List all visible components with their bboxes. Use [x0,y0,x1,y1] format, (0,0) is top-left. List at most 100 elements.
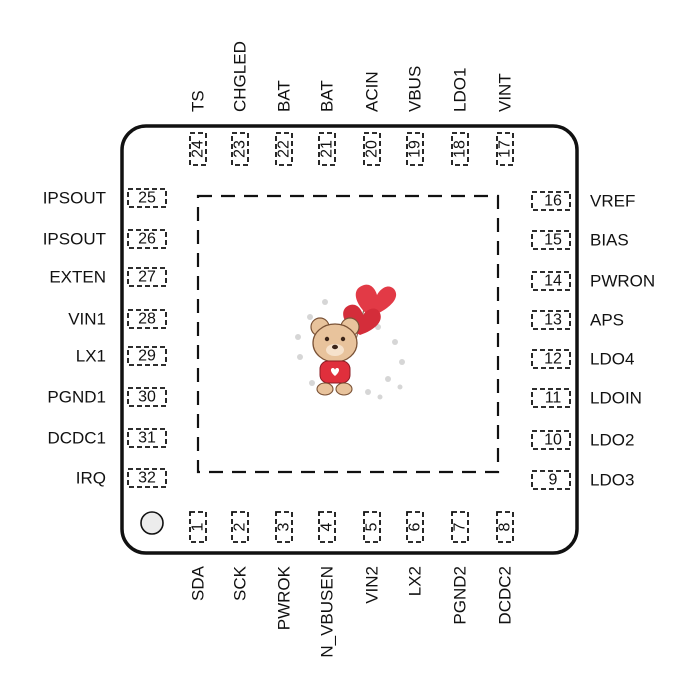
pin-number: 11 [545,390,562,407]
pin-pad [127,229,167,249]
pin-pad [189,511,207,543]
pin-label: VREF [590,192,635,211]
pin-number: 6 [407,522,424,531]
pin-pad [275,132,293,166]
pin-29: 29 LX1 [76,346,167,366]
pin-pad [531,349,571,369]
pin-pad [127,387,167,407]
pin-pad [531,310,571,330]
pin-pad [363,132,381,166]
pin-label: LDO1 [451,68,470,112]
pin-label: PWROK [275,565,294,630]
pin-pad [496,511,514,543]
pin-number: 3 [276,522,293,531]
pin-label: IPSOUT [43,189,106,208]
pin-number: 8 [497,522,514,531]
pin-pad [496,132,514,166]
pin-number: 19 [407,140,424,158]
pin-pad [189,132,207,166]
pin-label: EXTEN [49,268,106,287]
pin-label: SDA [189,565,208,601]
pin-label: VINT [496,73,515,112]
pin-number: 23 [232,140,249,158]
pin-pad [451,511,469,543]
pin-label: VBUS [406,66,425,112]
pin-label: APS [590,311,624,330]
pin-pad [531,271,571,291]
pin-4: 4N_VBUSEN [318,511,337,658]
pin-pad [231,132,249,166]
pin-number: 18 [452,140,469,158]
pin-17: 17 VINT [496,73,515,166]
pin-pad [451,132,469,166]
pin-13: 13 APS [531,310,624,330]
pin-27: 27 EXTEN [49,267,167,287]
pin-number: 13 [544,312,562,329]
pin-pad [127,309,167,329]
pin-pad [231,511,249,543]
pin-label: BAT [318,80,337,112]
pin-number: 22 [276,140,293,158]
pin-label: BAT [275,80,294,112]
pin-label: LDO3 [590,471,634,490]
pin-number: 16 [544,193,562,210]
pin-31: 31 DCDC1 [47,428,167,448]
pin-label: N_VBUSEN [318,566,337,658]
heart-balloon-back-icon [355,284,397,317]
pin-number: 25 [138,190,156,207]
pin-label: LDOIN [590,389,642,408]
pin-number: 31 [138,430,156,447]
pin-number: 15 [544,232,562,249]
pin-number: 17 [497,140,514,158]
pin-11: 11 LDOIN [531,388,642,408]
pin-number: 4 [319,522,336,531]
pin-pad [127,468,167,488]
pin-pad [531,470,571,490]
pin1-marker [140,511,164,535]
pin-label: ACIN [363,71,382,112]
pin-19: 19 VBUS [406,66,425,166]
pin-number: 30 [138,389,156,406]
pin-15: 15 BIAS [531,230,629,250]
pin-label: TS [189,90,208,112]
pin-label: LX1 [76,347,106,366]
pin-label: PWRON [590,272,655,291]
pin-22: 22 BAT [275,80,294,166]
pin-18: 18 LDO1 [451,68,470,166]
pin-label: SCK [231,565,250,601]
pin-16: 16 VREF [531,191,635,211]
pin-number: 27 [138,269,156,286]
pin-number: 14 [544,273,562,290]
pin-pad [318,511,336,543]
pin-label: BIAS [590,231,629,250]
pin-label: VIN1 [68,310,106,329]
pin-label: PGND2 [451,566,470,625]
pin-pad [531,388,571,408]
pin-pad [127,267,167,287]
pin-pad [531,191,571,211]
pins-layer: 1SDA2SCK3PWROK4N_VBUSEN5VIN26LX27PGND28D… [43,41,655,658]
pin-label: LX2 [406,566,425,596]
pin-number: 1 [190,522,207,531]
pin-label: LDO2 [590,431,634,450]
pin-label: DCDC1 [47,429,106,448]
pin-label: LDO4 [590,350,634,369]
pin-label: PGND1 [47,388,106,407]
pin-number: 20 [364,140,381,158]
pin-number: 29 [138,348,156,365]
exposed-pad-outline [196,194,500,474]
pin-number: 2 [232,522,249,531]
